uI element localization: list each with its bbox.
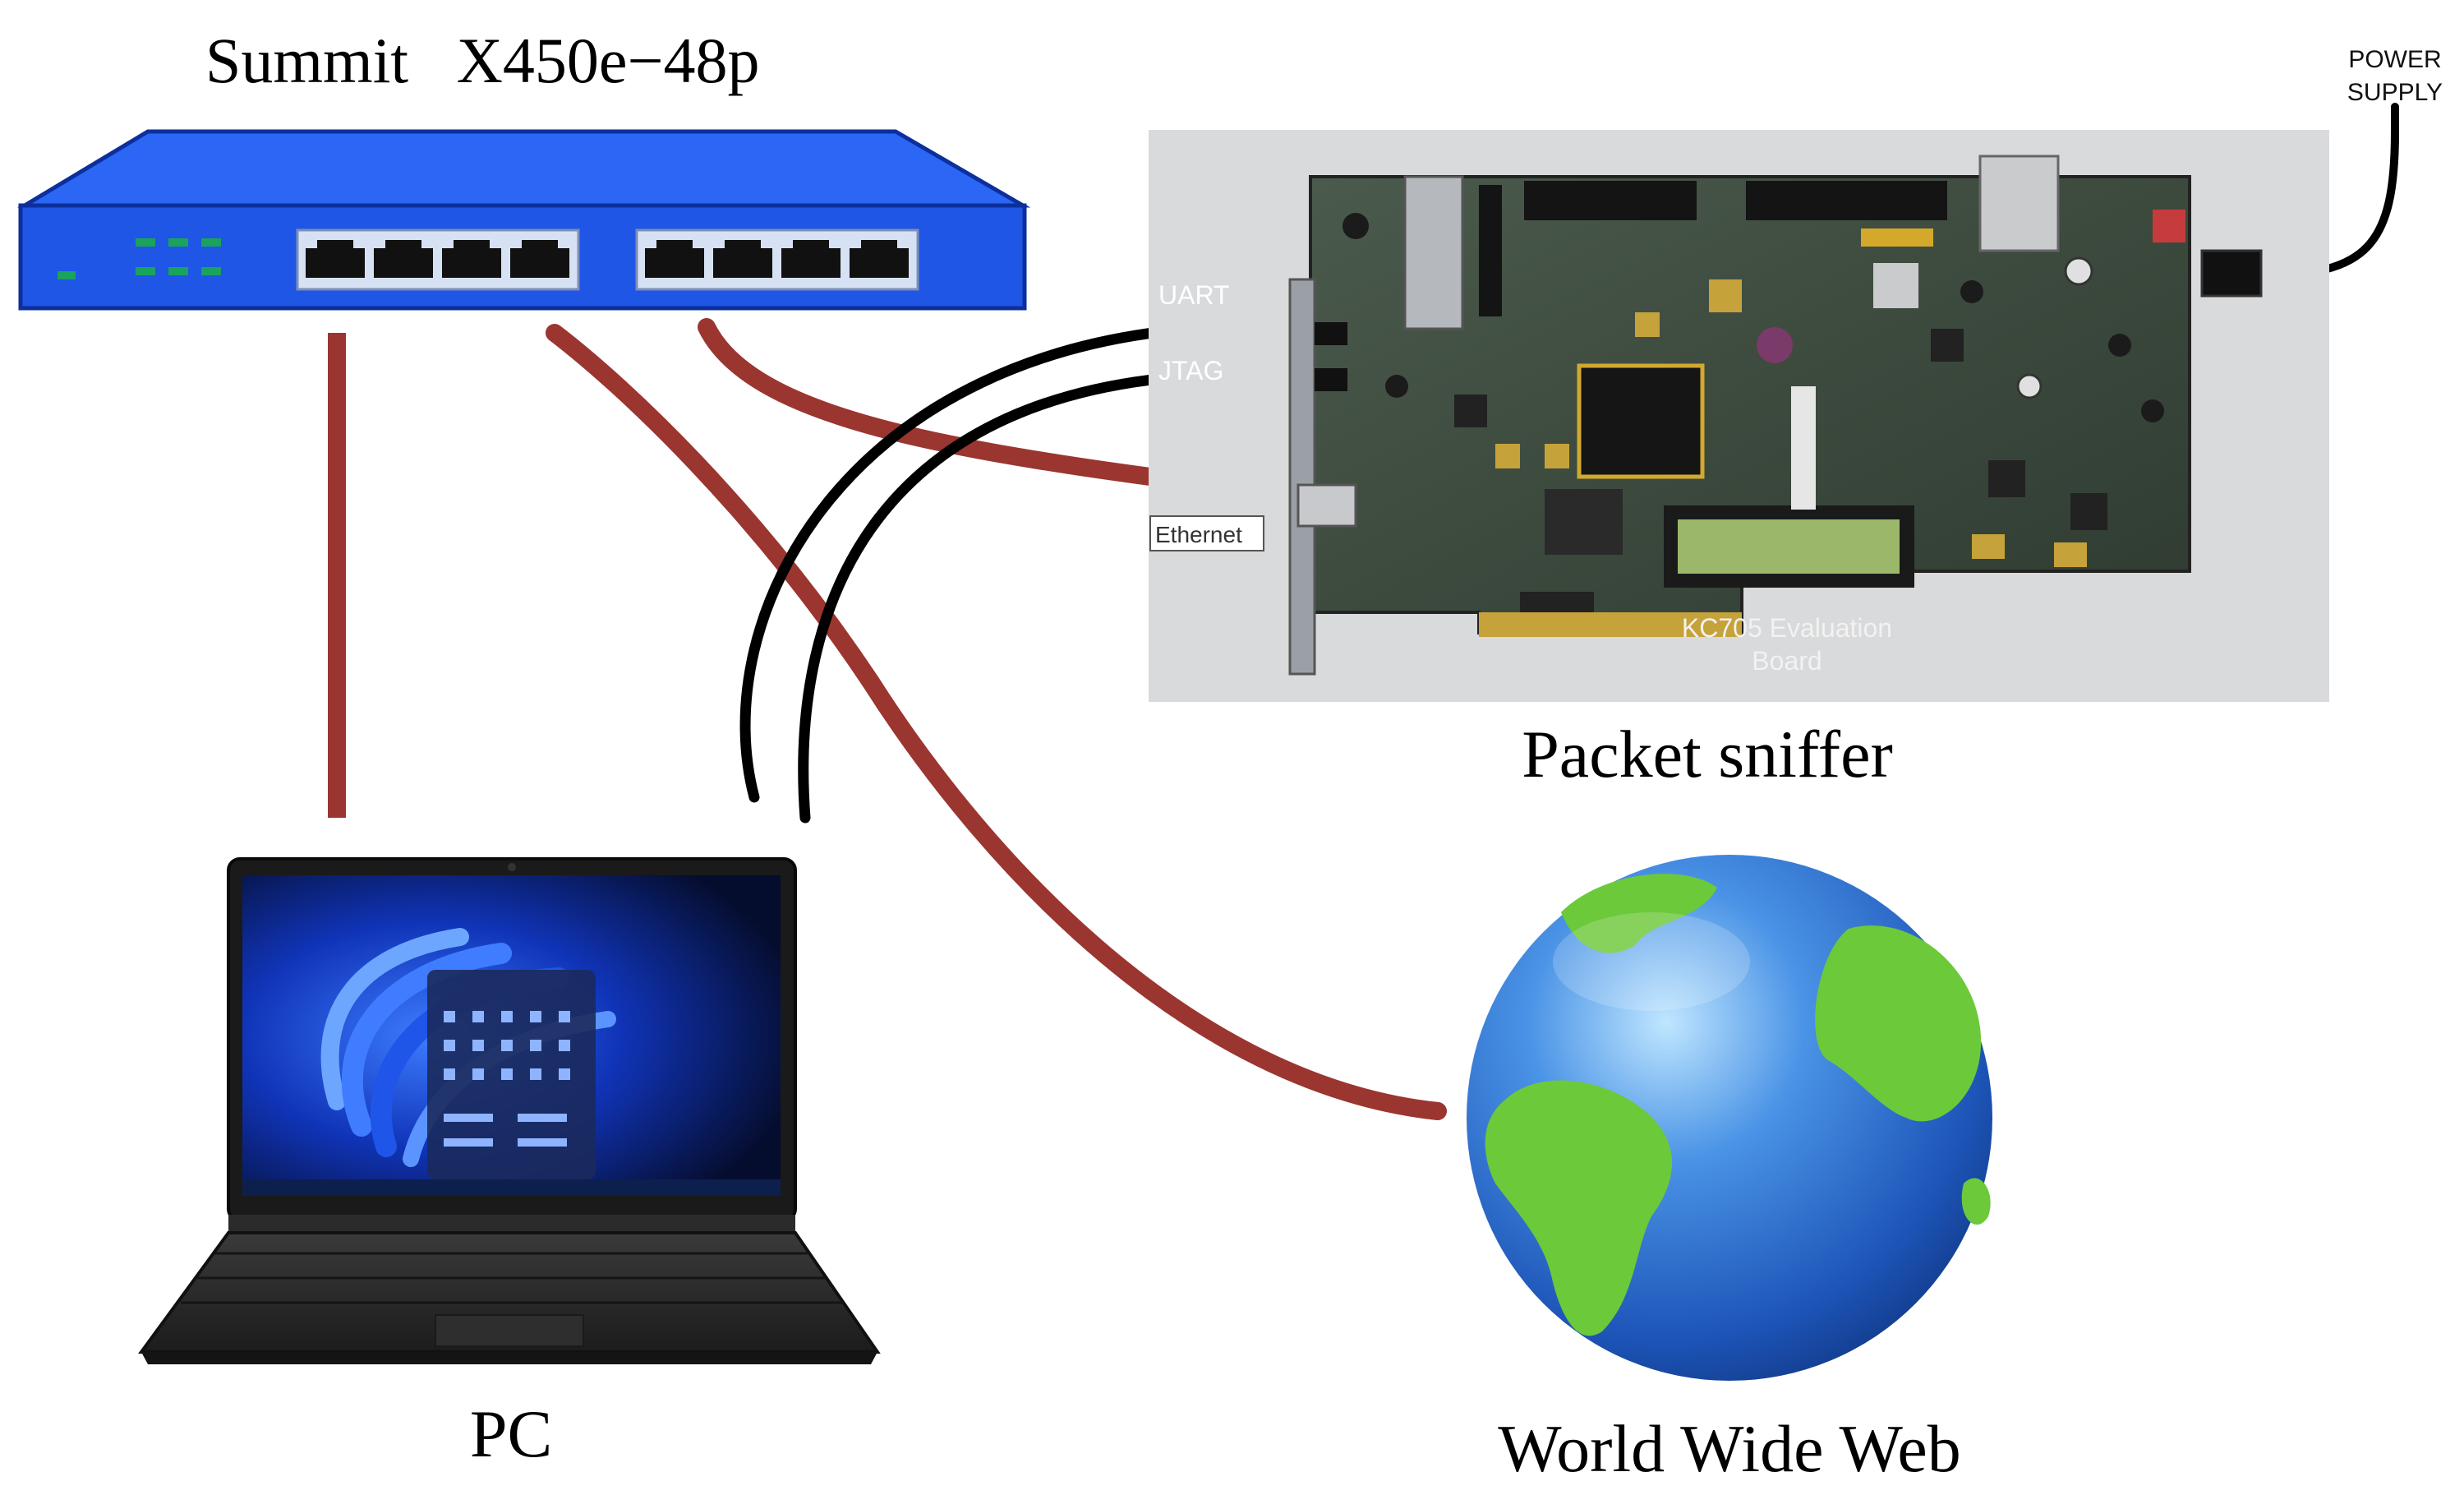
jtag-label: JTAG xyxy=(1158,356,1223,385)
board-fmc-connector xyxy=(1524,181,1697,220)
usb-cable-uart xyxy=(739,321,1320,803)
board-fmc-connector xyxy=(1746,181,1947,220)
board-sfp-cage xyxy=(1403,175,1464,330)
globe-land-south-america xyxy=(1485,1080,1672,1336)
globe-land-africa xyxy=(1815,925,1982,1122)
board-name-line1: KC705 Evaluation xyxy=(1682,613,1892,643)
start-menu-tiles xyxy=(444,1011,570,1147)
board-fpga-chip xyxy=(1577,363,1705,479)
switch-status-leds xyxy=(58,238,221,279)
network-switch: Summit X450e−48p xyxy=(16,25,1031,311)
packet-sniffer-board: UART JTAG Ethernet KC705 Evaluation Boar… xyxy=(1149,130,2329,702)
board-edge-connector xyxy=(1479,612,1742,637)
uart-label: UART xyxy=(1158,280,1230,310)
world-wide-web-label: World Wide Web xyxy=(1498,1411,1960,1486)
switch-port[interactable] xyxy=(306,240,365,278)
switch-port[interactable] xyxy=(510,240,569,278)
switch-port[interactable] xyxy=(781,240,841,278)
board-power-switch xyxy=(2153,210,2185,242)
board-bracket xyxy=(1288,278,1316,676)
world-wide-web-globe: World Wide Web xyxy=(1467,855,1992,1486)
laptop-touchpad xyxy=(435,1314,584,1347)
ethernet-cable-switch-to-internet xyxy=(546,324,1447,1120)
board-ethernet-port[interactable] xyxy=(1296,483,1357,528)
power-supply-label-line1: POWER xyxy=(2348,46,2441,73)
switch-port[interactable] xyxy=(850,240,909,278)
globe-land-islands xyxy=(1961,1178,1991,1225)
switch-ports xyxy=(306,240,909,278)
taskbar xyxy=(242,1179,781,1196)
ethernet-label: Ethernet xyxy=(1155,522,1242,547)
usb-cable-jtag xyxy=(798,369,1320,824)
packet-sniffer-label: Packet sniffer xyxy=(1522,717,1893,791)
switch-label: Summit X450e−48p xyxy=(205,25,760,96)
board-name-line2: Board xyxy=(1752,646,1822,676)
switch-port[interactable] xyxy=(713,240,772,278)
switch-port[interactable] xyxy=(442,240,501,278)
board-jtag-port[interactable] xyxy=(1315,368,1347,391)
board-lcd-screen xyxy=(1678,519,1900,574)
board-header xyxy=(1479,185,1502,316)
ethernet-label-box xyxy=(1149,515,1264,551)
laptop-hinge xyxy=(228,1215,795,1233)
globe-highlight xyxy=(1553,912,1750,1011)
board-uart-port[interactable] xyxy=(1315,322,1347,345)
laptop-keyboard xyxy=(181,1252,842,1304)
board-power-jack xyxy=(2200,249,2263,298)
pc-laptop: PC xyxy=(138,857,881,1471)
switch-top-face xyxy=(16,129,1031,208)
power-supply-label-line2: SUPPLY xyxy=(2347,79,2443,106)
board-jumper-header xyxy=(1861,228,1933,247)
switch-port[interactable] xyxy=(645,240,704,278)
board-sd-slot xyxy=(1978,155,2060,252)
switch-port[interactable] xyxy=(374,240,433,278)
globe-land-north-america xyxy=(1561,874,1717,953)
board-components xyxy=(1343,213,2164,612)
pc-label: PC xyxy=(470,1396,552,1471)
laptop-webcam xyxy=(508,863,516,871)
cables xyxy=(328,103,2399,1120)
laptop-front-edge xyxy=(141,1352,877,1364)
